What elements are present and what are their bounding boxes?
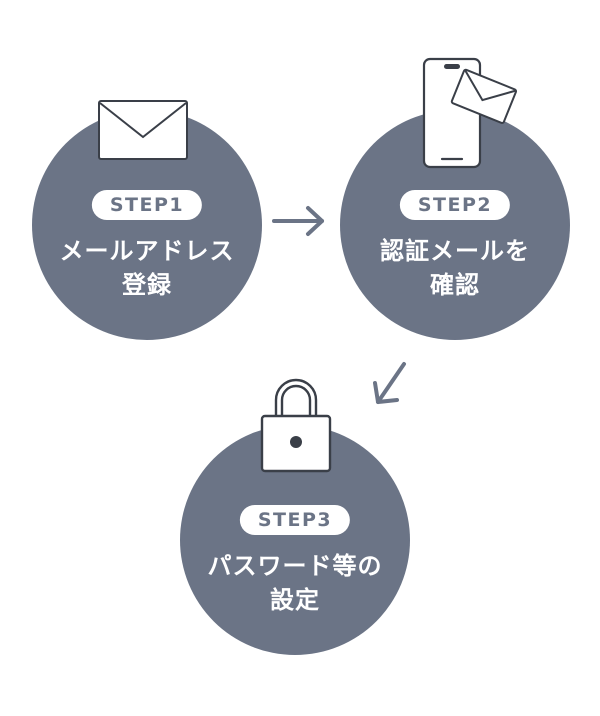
step3-label: パスワード等の 設定 <box>180 549 410 617</box>
smartphone-mail-icon <box>422 57 518 169</box>
step2-label: 認証メールを 確認 <box>340 234 570 302</box>
padlock-icon <box>260 378 332 473</box>
step1-badge: STEP1 <box>91 190 203 220</box>
step1-label-line1: メールアドレス <box>59 237 235 265</box>
step3-label-line2: 設定 <box>270 586 320 614</box>
step2-circle: STEP2 認証メールを 確認 <box>340 110 570 340</box>
step3-badge: STEP3 <box>239 505 351 535</box>
envelope-icon <box>98 100 188 160</box>
step1-label-line2: 登録 <box>122 271 172 299</box>
step3-label-line1: パスワード等の <box>207 552 383 580</box>
step2-badge: STEP2 <box>399 190 511 220</box>
step2-label-line1: 認証メールを <box>380 237 530 265</box>
step1-label: メールアドレス 登録 <box>32 234 262 302</box>
arrow-down-left-icon <box>373 362 406 404</box>
step2-label-line2: 確認 <box>430 271 480 299</box>
step3-circle: STEP3 パスワード等の 設定 <box>180 425 410 655</box>
arrow-right-icon <box>272 206 324 236</box>
